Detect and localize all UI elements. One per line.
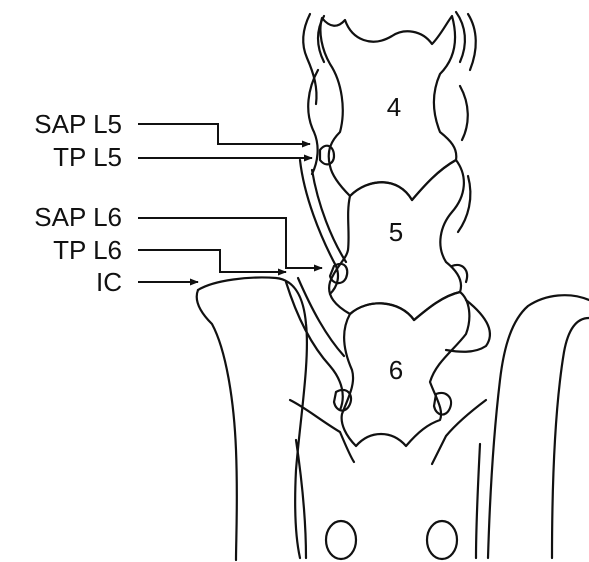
label-sap-l5: SAP L5 [34,109,122,139]
leader-sap-l5 [138,124,310,144]
label-sap-l6: SAP L6 [34,202,122,232]
leader-lines [138,124,322,282]
vertebra-5-number: 5 [389,217,403,247]
ilium-right [488,295,589,558]
vertebra-6-number: 6 [389,355,403,385]
leader-sap-l6 [138,218,322,268]
vertebra-4-number: 4 [387,92,401,122]
vertebra-4: 4 [308,16,468,200]
sacrum [290,400,486,559]
labels: SAP L5 TP L5 SAP L6 TP L6 IC [34,109,122,297]
vertebra-5: 5 [300,160,470,320]
leader-tp-l6 [138,250,286,272]
label-ic: IC [96,267,122,297]
ilium-left [197,278,307,561]
label-tp-l5: TP L5 [53,142,122,172]
label-tp-l6: TP L6 [53,235,122,265]
